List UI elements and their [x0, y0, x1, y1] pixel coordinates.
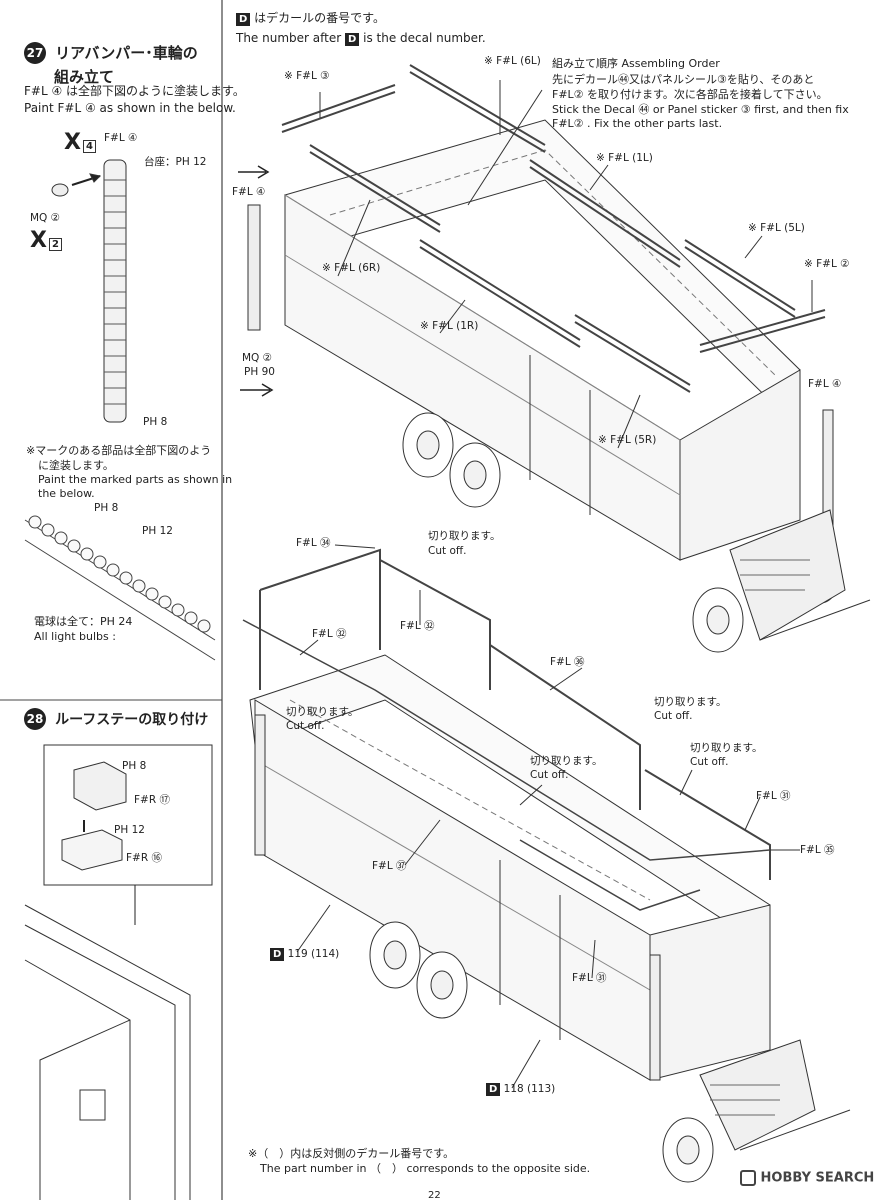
- cut-note-1-jp: 切り取ります。: [428, 530, 501, 542]
- label-fl5l: ※ F#L (5L): [748, 222, 805, 234]
- label-mq2: MQ ②: [242, 352, 273, 364]
- label-fl6r: ※ F#L (6R): [322, 262, 381, 274]
- decal-118-text: 118 (113): [503, 1083, 556, 1095]
- label-fl32-a: F#L ㉜: [400, 620, 435, 632]
- step27-note-en: Paint F#L ④ as shown in the below.: [24, 101, 236, 115]
- step27-title-line1: リアバンパー･車輪の: [55, 44, 198, 62]
- label-fl3: ※ F#L ③: [284, 70, 330, 82]
- label-fl31-a: F#L ㉛: [756, 790, 791, 802]
- label-fl34: F#L ㉞: [296, 537, 331, 549]
- marked-note-jp2: に塗装します。: [38, 459, 114, 472]
- bulb-note-jp: 電球は全て：PH 24: [34, 615, 133, 628]
- step28-heading: 28 ルーフステーの取り付け: [24, 708, 208, 730]
- step27-note-jp: F#L ④ は全部下図のように塗装します。: [24, 84, 245, 98]
- assembly-order-jp2: F#L② を取り付けます。次に各部品を接着して下さい。: [552, 88, 828, 101]
- label-fl32-b: F#L ㉜: [312, 628, 347, 640]
- assembly-order-en1: Stick the Decal ㊹ or Panel sticker ③ fir…: [552, 103, 849, 116]
- cut-note-3-jp: 切り取ります。: [286, 706, 359, 718]
- marked-note-jp1: ※マークのある部品は全部下図のよう: [26, 444, 212, 457]
- step27-title-line2: 組み立て: [54, 68, 115, 86]
- marked-ph8-label: PH 8: [94, 502, 119, 514]
- logo-text: HOBBY SEARCH: [760, 1170, 875, 1186]
- step27-heading: 27 リアバンパー･車輪の: [24, 42, 198, 64]
- label-fl1l: ※ F#L (1L): [596, 152, 653, 164]
- bulb-note-en: All light bulbs :: [34, 630, 116, 643]
- label-fl31-b: F#L ㉛: [572, 972, 607, 984]
- cut-note-2-en: Cut off.: [654, 710, 693, 722]
- label-fl4-left: F#L ④: [232, 186, 266, 198]
- decal-119-text: 119 (114): [287, 948, 340, 960]
- footer-note-jp: ※（ ）内は反対側のデカール番号です。: [248, 1147, 455, 1160]
- step28-title: ルーフステーの取り付け: [55, 711, 209, 728]
- marked-ph12-label: PH 12: [142, 525, 173, 537]
- footer-note-en: The part number in （ ） corresponds to th…: [260, 1162, 591, 1175]
- label-fl5r: ※ F#L (5R): [598, 434, 657, 446]
- label-fl1r: ※ F#L (1R): [420, 320, 479, 332]
- decal-note-en: The number after D is the decal number.: [236, 31, 486, 46]
- cut-note-5-en: Cut off.: [530, 769, 569, 781]
- step27-daiza-label: 台座：PH 12: [144, 156, 207, 168]
- x-mark-1-num: 4: [82, 140, 96, 153]
- assembly-order-en2: F#L② . Fix the other parts last.: [552, 117, 723, 130]
- step27-badge: 27: [24, 42, 46, 64]
- x-mark-1-letter: X: [64, 130, 81, 155]
- cut-note-4-en: Cut off.: [690, 756, 729, 768]
- decal-symbol-en: D: [345, 33, 360, 46]
- step28-ph12-label: PH 12: [114, 824, 145, 836]
- decal-note-en-pre: The number after: [236, 31, 342, 45]
- label-fl4-right: F#L ④: [808, 378, 842, 390]
- label-fl37: F#L ㊲: [372, 860, 407, 872]
- marked-note-en1: Paint the marked parts as shown in: [38, 473, 233, 486]
- x-mark-2-num: 2: [48, 238, 62, 251]
- step28-ph8-label: PH 8: [122, 760, 147, 772]
- step27-mq2-label: MQ ②: [30, 212, 61, 224]
- label-fl36: F#L ㊱: [550, 656, 585, 668]
- step27-ph8-label: PH 8: [143, 416, 168, 428]
- marked-note-en2: the below.: [38, 487, 95, 500]
- decal-note-en-post: is the decal number.: [363, 31, 486, 45]
- assembly-order-title: 組み立て順序 Assembling Order: [552, 57, 720, 70]
- hobby-search-logo: HOBBY SEARCH: [740, 1170, 874, 1186]
- cut-note-4-jp: 切り取ります。: [690, 742, 763, 754]
- step27-part-fl4: F#L ④: [104, 132, 138, 144]
- page-number: 22: [428, 1190, 441, 1201]
- decal-119-symbol: D: [270, 948, 285, 961]
- cut-note-5-jp: 切り取ります。: [530, 755, 603, 767]
- label-fl35: F#L ㉟: [800, 844, 835, 856]
- label-fl2: ※ F#L ②: [804, 258, 850, 270]
- step28-fr17-label: F#R ⑰: [134, 794, 170, 806]
- assembly-order-jp1: 先にデカール㊹又はパネルシール③を貼り、そのあと: [552, 73, 815, 86]
- decal-119: D 119 (114): [270, 948, 339, 961]
- cut-note-1-en: Cut off.: [428, 545, 467, 557]
- step28-badge: 28: [24, 708, 46, 730]
- cut-note-3-en: Cut off.: [286, 720, 325, 732]
- x-mark-2-letter: X: [30, 228, 47, 253]
- decal-note-jp-text: はデカールの番号です。: [254, 11, 385, 25]
- label-fl6l: ※ F#L (6L): [484, 55, 541, 67]
- decal-note-jp: D はデカールの番号です。: [236, 11, 385, 26]
- step28-fr16-label: F#R ⑯: [126, 852, 162, 864]
- label-ph90: PH 90: [244, 366, 275, 378]
- decal-symbol: D: [236, 13, 251, 26]
- decal-118-symbol: D: [486, 1083, 501, 1096]
- decal-118: D 118 (113): [486, 1083, 555, 1096]
- cut-note-2-jp: 切り取ります。: [654, 696, 727, 708]
- logo-mark-icon: [740, 1170, 756, 1186]
